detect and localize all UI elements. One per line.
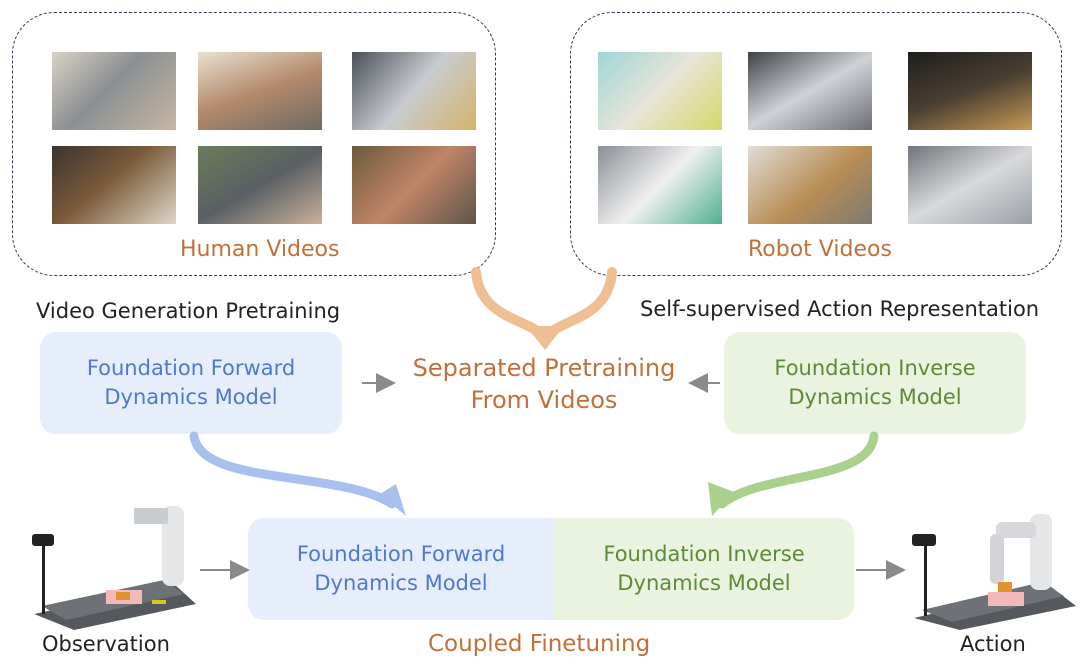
- action-label: Action: [960, 632, 1026, 656]
- coupled-finetuning-label: Coupled Finetuning: [428, 631, 651, 657]
- separated-line2: From Videos: [470, 386, 618, 414]
- human-video-thumb: [52, 146, 176, 224]
- robot-video-thumb: [598, 52, 722, 130]
- separated-pretraining-title: Separated Pretraining From Videos: [394, 352, 694, 416]
- observation-label: Observation: [42, 632, 170, 656]
- top-inverse-line2: Dynamics Model: [788, 385, 962, 409]
- robot-video-thumb: [748, 52, 872, 130]
- human-videos-label: Human Videos: [180, 237, 340, 262]
- video-generation-pretraining-caption: Video Generation Pretraining: [36, 299, 341, 323]
- top-inverse-line1: Foundation Inverse: [774, 356, 976, 380]
- observation-robot-image: [14, 496, 196, 630]
- action-robot-image: [900, 500, 1076, 630]
- human-video-thumb: [52, 52, 176, 130]
- human-video-thumb: [198, 146, 322, 224]
- bottom-inverse-line1: Foundation Inverse: [603, 542, 805, 566]
- bottom-forward-line2: Dynamics Model: [314, 571, 488, 595]
- top-forward-line2: Dynamics Model: [104, 385, 278, 409]
- bottom-forward-line1: Foundation Forward: [296, 542, 506, 566]
- bottom-inverse-line2: Dynamics Model: [617, 571, 791, 595]
- top-forward-line1: Foundation Forward: [86, 356, 296, 380]
- human-video-thumb: [352, 52, 476, 130]
- robot-videos-label: Robot Videos: [748, 237, 892, 262]
- robot-video-thumb: [908, 52, 1032, 130]
- robot-video-thumb: [908, 146, 1032, 224]
- orange-arrowhead: [526, 326, 564, 350]
- separated-line1: Separated Pretraining: [412, 354, 676, 382]
- blue-curved-arrow: [189, 431, 397, 509]
- human-video-thumb: [352, 146, 476, 224]
- robot-video-thumb: [748, 146, 872, 224]
- action-representation-caption: Self-supervised Action Representation: [640, 297, 1040, 321]
- robot-video-thumb: [598, 146, 722, 224]
- green-curved-arrow: [717, 431, 879, 509]
- human-video-thumb: [198, 52, 322, 130]
